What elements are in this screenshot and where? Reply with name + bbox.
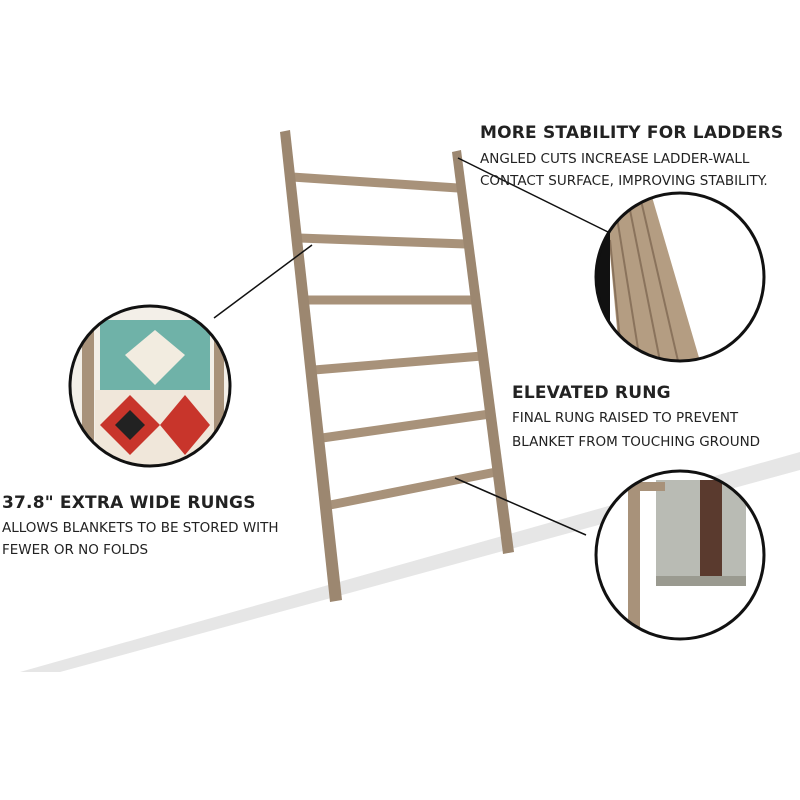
elevated-title: ELEVATED RUNG [512, 383, 671, 403]
rung [325, 467, 501, 510]
callout-line-wide [213, 244, 313, 319]
detail-circle-elevated-rung [596, 471, 764, 639]
stability-title: MORE STABILITY FOR LADDERS [480, 123, 784, 143]
rung [287, 172, 463, 193]
detail-circle-blanket [70, 306, 230, 466]
wide-line-1: ALLOWS BLANKETS TO BE STORED WITH [2, 520, 279, 536]
stability-line-1: ANGLED CUTS INCREASE LADDER-WALL [480, 151, 750, 167]
rung [294, 233, 471, 249]
rung [317, 409, 495, 443]
callout-line-elevated [454, 477, 587, 536]
left-rail [280, 130, 342, 602]
elevated-line-1: FINAL RUNG RAISED TO PREVENT [512, 410, 739, 426]
callout-line-stability [457, 157, 609, 233]
rung [309, 351, 487, 375]
right-rail [452, 150, 514, 554]
detail-circle-angled-cut [596, 193, 764, 361]
stability-line-2: CONTACT SURFACE, IMPROVING STABILITY. [480, 173, 768, 189]
wide-title: 37.8" EXTRA WIDE RUNGS [2, 493, 256, 513]
ladder [280, 130, 514, 602]
elevated-line-2: BLANKET FROM TOUCHING GROUND [512, 434, 761, 450]
floor-shadow [20, 452, 800, 672]
wide-line-2: FEWER OR NO FOLDS [2, 542, 149, 558]
